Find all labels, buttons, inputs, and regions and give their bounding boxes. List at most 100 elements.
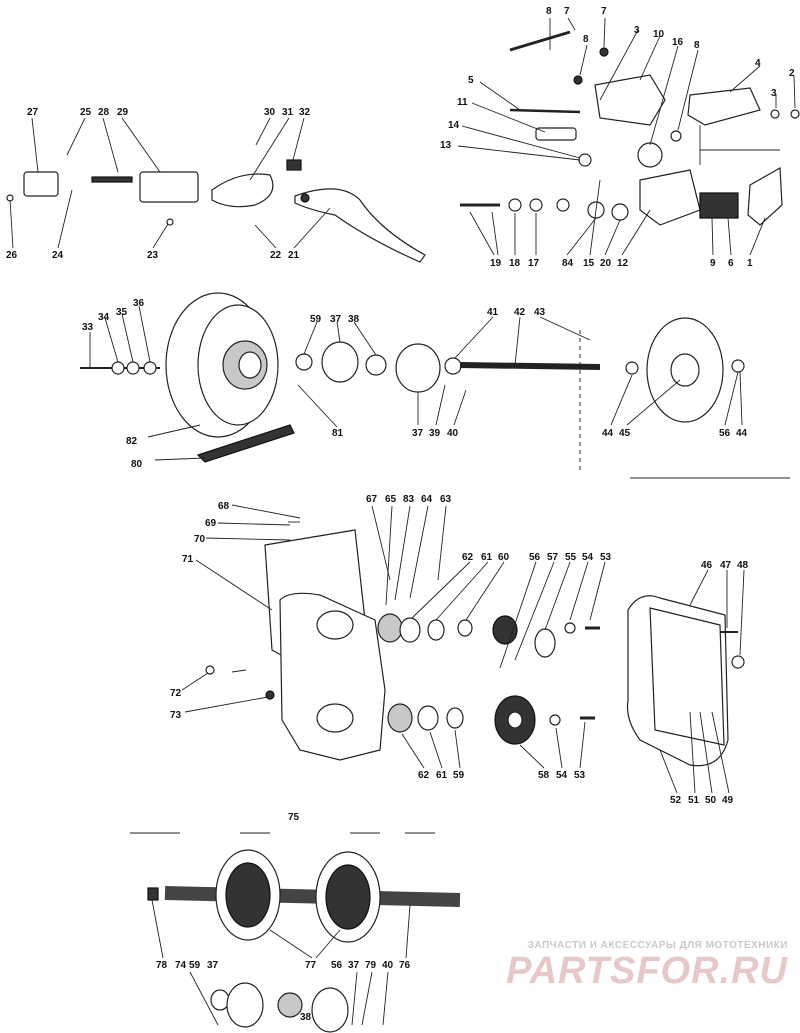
callout-label: 10 [653, 29, 665, 40]
callout-label: 61 [436, 770, 448, 781]
callout-label: 79 [365, 960, 377, 971]
callout-label: 44 [736, 428, 748, 439]
callout-label: 8 [546, 6, 552, 17]
callout-label: 3 [634, 25, 640, 36]
callout-label: 8 [694, 40, 700, 51]
callout-label: 72 [170, 688, 182, 699]
callout-label: 56 [331, 960, 343, 971]
callout-label: 61 [481, 552, 493, 563]
callout-label: 54 [582, 552, 594, 563]
callout-label: 47 [720, 560, 732, 571]
callout-label: 69 [205, 518, 217, 529]
callout-label: 37 [348, 960, 360, 971]
callout-label: 1 [747, 258, 753, 269]
callout-label: 26 [6, 250, 18, 261]
callout-label: 5 [468, 75, 474, 86]
lever-group [6, 159, 426, 263]
callout-label: 82 [126, 436, 138, 447]
callout-label: 24 [52, 250, 64, 261]
callout-label: 23 [147, 250, 159, 261]
callout-label: 4 [755, 58, 761, 69]
callout-label: 15 [583, 258, 595, 269]
caliper-group [460, 30, 800, 226]
callout-label: 33 [82, 322, 94, 333]
callout-label: 78 [156, 960, 168, 971]
leader-lines [9, 17, 796, 1026]
callout-label: 56 [719, 428, 731, 439]
callout-label: 40 [447, 428, 459, 439]
callout-label: 17 [528, 258, 540, 269]
callout-label: 11 [457, 97, 468, 108]
callout-label: 34 [98, 312, 110, 323]
callout-label: 37 [412, 428, 424, 439]
callout-label: 2 [789, 68, 795, 79]
callout-label: 13 [440, 140, 452, 151]
callout-label: 27 [27, 107, 39, 118]
callout-label: 83 [403, 494, 415, 505]
callout-label: 84 [562, 258, 574, 269]
callout-label: 68 [218, 501, 230, 512]
callout-label: 43 [534, 307, 546, 318]
chaincase-group [205, 521, 745, 767]
drive-shaft-group [130, 832, 461, 1033]
callout-label: 75 [288, 812, 300, 823]
callout-label: 45 [619, 428, 631, 439]
callout-label: 64 [421, 494, 433, 505]
callout-label: 70 [194, 534, 206, 545]
callout-label: 16 [672, 37, 684, 48]
callout-label: 12 [617, 258, 629, 269]
callout-label: 39 [429, 428, 441, 439]
callout-label: 67 [366, 494, 378, 505]
callout-label: 31 [282, 107, 294, 118]
callout-label: 74 [175, 960, 187, 971]
callout-label: 44 [602, 428, 614, 439]
callout-label: 81 [332, 428, 344, 439]
callout-label: 48 [737, 560, 749, 571]
callout-label: 53 [600, 552, 612, 563]
callout-label: 18 [509, 258, 521, 269]
callout-label: 38 [348, 314, 360, 325]
callout-label: 80 [131, 459, 143, 470]
callout-label: 52 [670, 795, 682, 806]
callout-label: 49 [722, 795, 734, 806]
callout-label: 22 [270, 250, 282, 261]
drive-pulley-group [80, 292, 790, 479]
callout-label: 59 [189, 960, 201, 971]
callout-label: 20 [600, 258, 612, 269]
callout-label: 58 [538, 770, 550, 781]
callout-label: 36 [133, 298, 145, 309]
callout-label: 51 [688, 795, 700, 806]
callout-label: 54 [556, 770, 568, 781]
callout-label: 50 [705, 795, 717, 806]
callout-label: 8 [583, 34, 589, 45]
callout-labels: 27 25 28 29 30 31 32 26 24 23 22 21 8 7 … [6, 6, 795, 1023]
watermark-brand: PARTSFOR.RU [506, 950, 788, 992]
callout-label: 63 [440, 494, 452, 505]
callout-label: 62 [418, 770, 430, 781]
callout-label: 25 [80, 107, 92, 118]
callout-label: 59 [453, 770, 465, 781]
callout-label: 77 [305, 960, 317, 971]
callout-label: 57 [547, 552, 559, 563]
callout-label: 62 [462, 552, 474, 563]
callout-label: 53 [574, 770, 586, 781]
callout-label: 76 [399, 960, 411, 971]
callout-label: 32 [299, 107, 311, 118]
callout-label: 37 [207, 960, 219, 971]
callout-label: 29 [117, 107, 129, 118]
callout-label: 38 [300, 1012, 312, 1023]
callout-label: 9 [710, 258, 716, 269]
callout-label: 73 [170, 710, 182, 721]
callout-label: 37 [330, 314, 342, 325]
callout-label: 30 [264, 107, 276, 118]
callout-label: 55 [565, 552, 577, 563]
callout-label: 28 [98, 107, 110, 118]
callout-label: 7 [564, 6, 570, 17]
callout-label: 40 [382, 960, 394, 971]
watermark-tagline: ЗАПЧАСТИ И АКСЕССУАРЫ ДЛЯ МОТОТЕХНИКИ [527, 940, 788, 951]
callout-label: 60 [498, 552, 510, 563]
callout-label: 46 [701, 560, 713, 571]
callout-label: 56 [529, 552, 541, 563]
callout-label: 19 [490, 258, 502, 269]
